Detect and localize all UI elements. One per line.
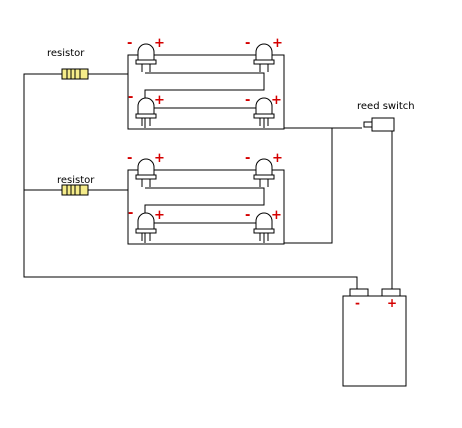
polarity-plus: + — [154, 36, 165, 51]
polarity-minus: - — [245, 208, 250, 223]
polarity-minus: - — [245, 36, 250, 51]
led — [253, 212, 275, 241]
reed-switch — [363, 117, 395, 132]
led — [135, 212, 157, 241]
resistor-label: resistor — [57, 175, 95, 186]
lower-led-array: - + - + - + - + — [127, 151, 285, 245]
battery — [342, 288, 407, 387]
polarity-minus: - — [127, 151, 132, 166]
negative-supply-wire — [23, 73, 358, 289]
reed-switch-label: reed switch — [357, 101, 415, 112]
led — [253, 43, 275, 72]
led — [253, 158, 275, 187]
battery-plus: + — [387, 296, 397, 310]
led — [253, 97, 275, 126]
polarity-minus: - — [245, 93, 250, 108]
resistor-bottom — [61, 184, 89, 196]
wires — [23, 73, 393, 289]
led — [135, 97, 157, 126]
polarity-plus: + — [272, 151, 283, 166]
polarity-plus: + — [154, 151, 165, 166]
upper-led-array: - + - + - + - + — [127, 36, 285, 130]
polarity-minus: - — [128, 90, 133, 105]
polarity-minus: - — [245, 151, 250, 166]
polarity-plus: + — [154, 93, 165, 108]
led — [135, 158, 157, 187]
battery-minus: - — [355, 296, 360, 310]
polarity-plus: + — [271, 208, 282, 223]
polarity-plus: + — [272, 36, 283, 51]
resistor-label: resistor — [47, 48, 85, 59]
polarity-minus: - — [128, 206, 133, 221]
polarity-minus: - — [127, 36, 132, 51]
resistor-top — [61, 68, 89, 80]
led — [135, 43, 157, 72]
lower-return-wire — [284, 128, 333, 244]
polarity-plus: + — [271, 93, 282, 108]
polarity-plus: + — [154, 208, 165, 223]
